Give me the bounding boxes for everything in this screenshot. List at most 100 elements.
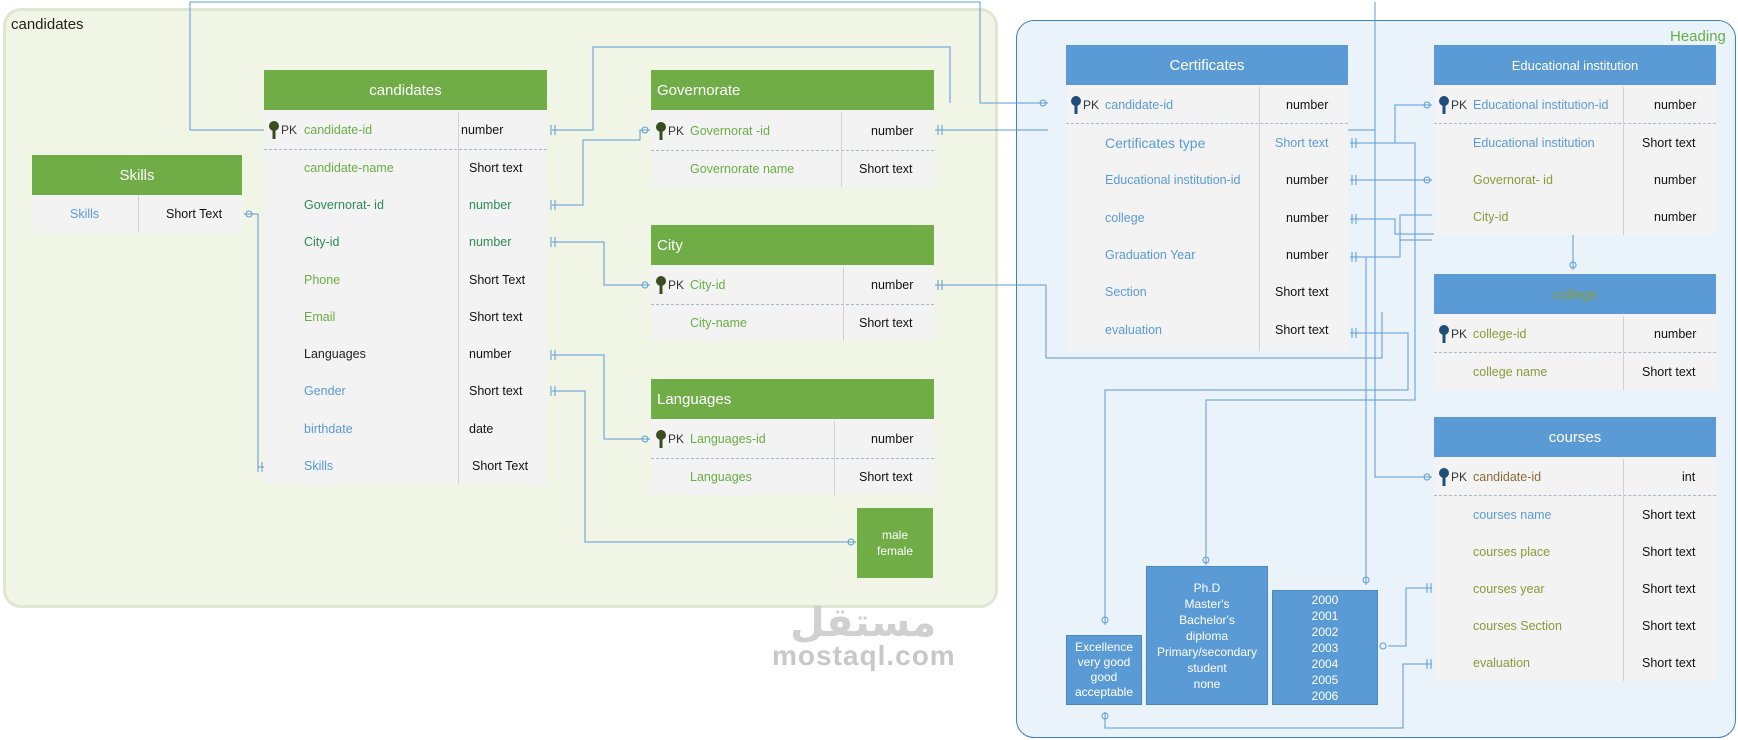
- field-name: candidate-id: [1105, 98, 1174, 112]
- field-name: Languages: [304, 347, 366, 361]
- educational-institution-table-header: Educational institution: [1434, 45, 1716, 85]
- connector-candidates-governorate-top: [552, 46, 951, 131]
- connector-cert-degree: [1205, 142, 1416, 565]
- table-row: Graduation Year number: [1066, 236, 1348, 273]
- field-type: Short text: [1275, 135, 1329, 150]
- column-divider: [834, 421, 835, 495]
- table-row: PK candidate-id number: [264, 112, 547, 148]
- field-type: number: [1654, 327, 1697, 341]
- connector-cert-edu-pk: [1350, 104, 1432, 144]
- field-type: Short Text: [472, 459, 529, 473]
- field-name: courses year: [1473, 581, 1545, 596]
- skills-table-header: Skills: [32, 155, 242, 195]
- table-row: courses name Short text: [1434, 496, 1716, 533]
- field-type: Short text: [859, 470, 913, 484]
- pk-marker: PK: [268, 112, 297, 148]
- watermark-arabic: مستقل: [790, 601, 937, 645]
- field-name: college name: [1473, 364, 1548, 379]
- table-row: PK candidate-id number: [1066, 87, 1348, 123]
- field-name: Certificates type: [1105, 134, 1206, 151]
- connector-city-heading: [935, 284, 1383, 359]
- table-row: Languages number: [264, 336, 547, 372]
- evaluation-value: very good: [1077, 655, 1131, 669]
- table-row: Governorate name Short text: [651, 150, 934, 187]
- pk-separator: [651, 150, 934, 151]
- table-row: PK Governorat -id number: [651, 112, 934, 149]
- field-name: Educational institution-id: [1473, 98, 1609, 112]
- connector-city: [552, 241, 650, 286]
- key-icon: [1439, 96, 1449, 114]
- table-row: Section Short text: [1066, 273, 1348, 310]
- field-name: college-id: [1473, 327, 1527, 341]
- column-divider: [841, 112, 842, 187]
- column-divider: [1259, 87, 1260, 351]
- column-divider: [1623, 459, 1624, 681]
- governorate-table-header: Governorate: [651, 70, 934, 110]
- year-value: 2001: [1311, 608, 1339, 623]
- field-name: Governorat- id: [304, 198, 384, 212]
- field-type: Short Text: [166, 207, 223, 221]
- pk-marker: PK: [1438, 316, 1467, 352]
- field-type: number: [1286, 98, 1329, 112]
- field-name: City-id: [1473, 209, 1509, 224]
- pk-separator: [1434, 495, 1716, 496]
- table-row: Gender Short text: [264, 373, 547, 409]
- candidates-table: candidates PK candidate-id number candid…: [264, 70, 547, 484]
- evaluation-value: Excellence: [1074, 640, 1134, 654]
- field-name: Governorat- id: [1473, 172, 1553, 187]
- field-name: Skills: [70, 207, 100, 221]
- field-name: evaluation: [1473, 655, 1530, 670]
- field-type: Short text: [1275, 284, 1329, 299]
- year-value: 2003: [1311, 640, 1339, 655]
- field-name: courses Section: [1473, 618, 1562, 633]
- field-name: Languages-id: [690, 432, 766, 446]
- connector-cert-college: [1350, 218, 1574, 270]
- field-name: birthdate: [304, 422, 353, 436]
- table-row: Governorat- id number: [264, 187, 547, 223]
- pk-marker: PK: [655, 421, 684, 457]
- pk-marker: PK: [655, 267, 684, 303]
- key-icon: [656, 430, 666, 448]
- pk-separator: [1066, 123, 1348, 124]
- courses-table: courses PK candidate-id int courses name…: [1434, 417, 1716, 681]
- year-value: 2002: [1311, 624, 1339, 639]
- field-type: number: [469, 347, 512, 361]
- governorate-table: Governorate PK Governorat -id number Gov…: [651, 70, 934, 187]
- field-type: number: [1286, 247, 1329, 262]
- table-row: evaluation Short text: [1434, 644, 1716, 681]
- field-type: Short text: [1642, 618, 1696, 633]
- candidates-group-label: candidates: [11, 16, 84, 33]
- field-type: number: [1654, 209, 1697, 224]
- field-type: int: [1682, 470, 1696, 484]
- table-row: City-name Short text: [651, 305, 934, 341]
- degree-value: none: [1193, 676, 1221, 691]
- table-row: Governorat- id number: [1434, 161, 1716, 198]
- field-name: evaluation: [1105, 322, 1162, 337]
- field-type: number: [1654, 172, 1697, 187]
- connector-candidates-certificates: [189, 1, 1048, 131]
- key-icon: [656, 121, 666, 140]
- table-row: City-id number: [1434, 198, 1716, 235]
- field-type: number: [469, 235, 512, 249]
- degree-values-box: Ph.D Master's Bachelor's diploma Primary…: [1146, 566, 1268, 705]
- field-name: Graduation Year: [1105, 247, 1196, 262]
- table-row: PK Educational institution-id number: [1434, 87, 1716, 123]
- key-icon: [656, 276, 666, 294]
- table-row: college name Short text: [1434, 353, 1716, 390]
- table-row: Email Short text: [264, 299, 547, 335]
- field-type: Short text: [1642, 544, 1696, 559]
- field-type: Short text: [1275, 322, 1329, 337]
- column-divider: [1623, 87, 1624, 235]
- table-row: Skills Short Text: [32, 195, 242, 233]
- field-type: number: [1286, 210, 1329, 225]
- field-type: number: [871, 278, 914, 292]
- table-row: courses year Short text: [1434, 570, 1716, 607]
- key-icon: [1439, 468, 1449, 486]
- connector-cert-eval: [1104, 332, 1409, 625]
- college-table: college PK college-id number college nam…: [1434, 274, 1716, 390]
- table-row: PK candidate-id int: [1434, 459, 1716, 495]
- field-name: Governorat -id: [690, 123, 770, 138]
- table-row: birthdate date: [264, 411, 547, 447]
- degree-value: Master's: [1184, 596, 1230, 611]
